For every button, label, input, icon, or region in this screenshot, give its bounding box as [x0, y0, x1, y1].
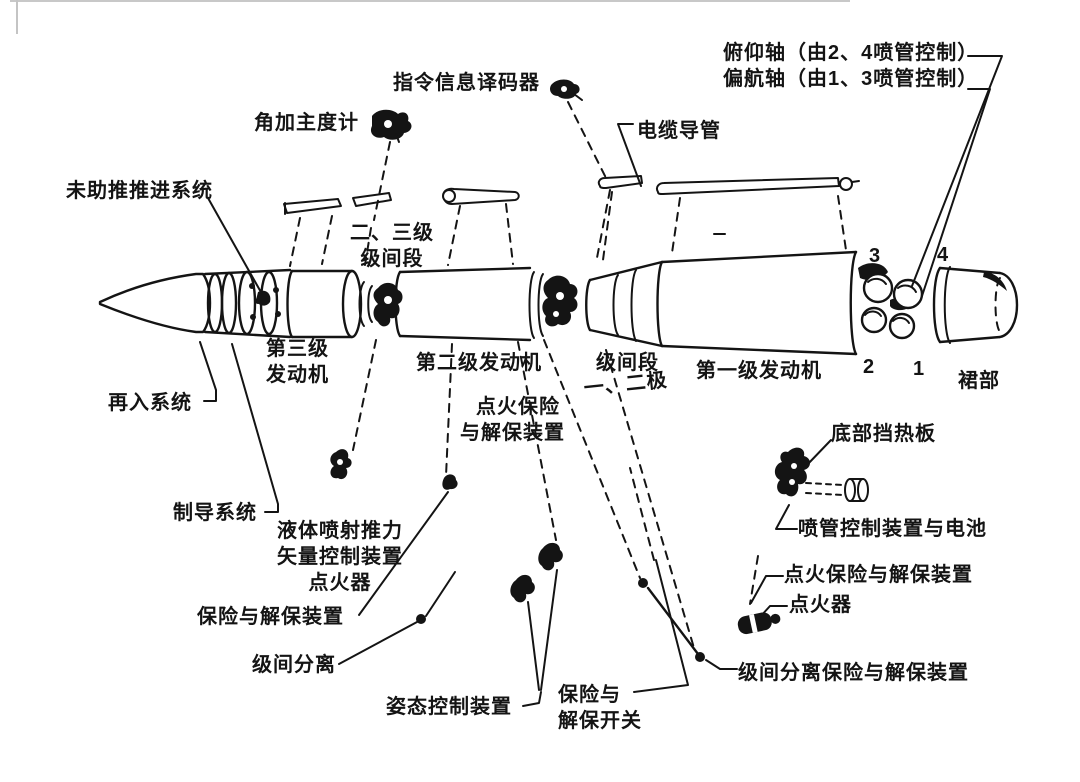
label-interstage-separation: 级间分离	[252, 654, 336, 676]
scan-edge-artifact-left	[16, 0, 18, 34]
cable-conduit-rod-second-stage	[442, 187, 520, 205]
solid-leader-lines	[199, 55, 1003, 707]
label-ignition-safe-arm: 点火保险 与解保装置	[460, 396, 565, 444]
label-igniter-right: 点火器	[789, 594, 852, 616]
cable-raceway-strip-b	[352, 192, 392, 207]
cable-raceway-strip-a	[283, 198, 342, 215]
label-pitch-axis: 俯仰轴（由2、4喷管控制）	[723, 42, 979, 64]
safe-arm-switch-dot	[638, 578, 648, 588]
label-post-boost-propulsion: 未助推推进系统	[66, 180, 213, 202]
interstage-adapter-cone	[585, 260, 664, 348]
label-first-stage-motor: 第一级发动机	[696, 360, 822, 382]
igniter-right-sketch	[737, 612, 781, 635]
cable-conduit-rod-small	[597, 175, 643, 189]
label-safe-arm-device: 保险与解保装置	[197, 606, 344, 628]
label-stage23-interstage: 二、三级 级间段	[350, 222, 434, 270]
label-nozzle-4: 4	[937, 244, 950, 266]
label-control-axes: 俯仰轴（由2、4喷管控制） 偏航轴（由1、3喷管控制）	[723, 40, 978, 92]
guidance-equipment-section	[203, 268, 292, 339]
scan-edge-artifact	[10, 0, 850, 2]
interstage-separation-dot	[416, 614, 426, 624]
label-bottom-heat-shield: 底部挡热板	[831, 423, 936, 445]
label-skirt: 裙部	[958, 370, 1000, 392]
label-nozzle-1: 1	[913, 358, 926, 380]
angular-accelerometer-sketch	[370, 109, 412, 143]
label-safe-arm-switch: 保险与 解保开关	[558, 684, 642, 732]
label-yaw-axis: 偏航轴（由1、3喷管控制）	[723, 68, 979, 90]
first-stage-motor	[656, 233, 858, 356]
label-angular-accelerometer: 角加主度计	[254, 112, 359, 134]
label-ignition-safe-arm-right: 点火保险与解保装置	[784, 564, 973, 586]
label-nozzle-3: 3	[869, 245, 882, 267]
label-cable-conduit: 电缆导管	[637, 120, 721, 142]
dashed-leader-lines	[289, 101, 847, 649]
command-decoder-sketch	[550, 79, 583, 101]
label-litvc-igniter: 液体喷射推力 矢量控制装置 点火器	[277, 520, 403, 594]
label-command-decoder: 指令信息译码器	[393, 72, 540, 94]
label-second-stage-motor: 第二级发动机	[416, 352, 542, 374]
nozzle-control-unit-sketch	[774, 447, 869, 502]
label-attitude-control: 姿态控制装置	[386, 696, 512, 718]
label-interstage12: 级间段 一、二极	[582, 352, 669, 400]
label-nozzle-control-battery: 喷管控制装置与电池	[798, 518, 987, 540]
label-nozzle-2: 2	[863, 356, 876, 378]
attitude-control-sketch	[510, 542, 563, 603]
cable-conduit-rod-first-stage	[655, 177, 860, 195]
ignition-safe-arm-sketch	[442, 474, 458, 490]
litvc-igniter-sketch	[330, 449, 352, 480]
third-stage-motor	[286, 269, 363, 339]
label-reentry-system: 再入系统	[108, 392, 192, 414]
skirt-section	[932, 266, 1019, 344]
first-stage-nozzles	[858, 263, 924, 340]
nose-cone	[98, 272, 212, 334]
label-guidance-system: 制导系统	[173, 502, 257, 524]
label-interstage-sep-safe-arm: 级间分离保险与解保装置	[738, 662, 969, 684]
label-third-stage-motor: 第三级 发动机	[266, 338, 329, 386]
second-stage-motor	[394, 266, 578, 342]
